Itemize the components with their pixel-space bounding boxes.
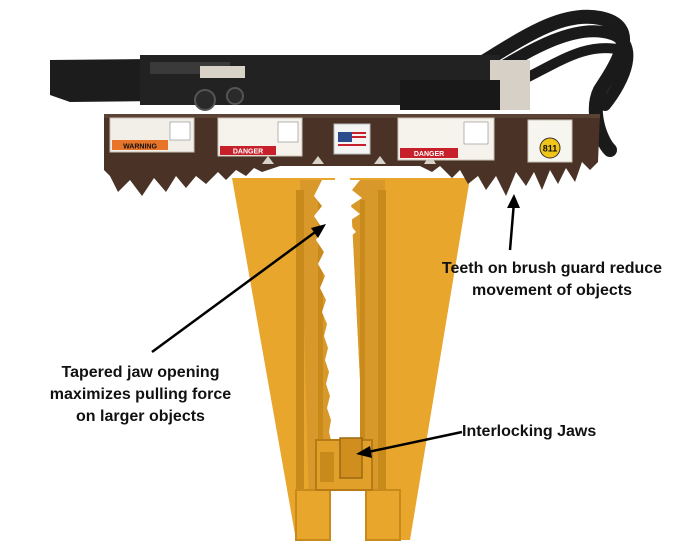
callout-tapered-line1: Tapered jaw opening <box>61 364 220 381</box>
callout-tapered: Tapered jaw opening maximizes pulling fo… <box>18 362 263 428</box>
flag-decal <box>333 123 371 155</box>
callout-jaws-line1: Interlocking Jaws <box>462 423 597 440</box>
danger-decal-right-text: DANGER <box>414 151 444 158</box>
callout-teeth-line2: movement of objects <box>471 282 633 299</box>
danger-decal-right: DANGER <box>397 117 495 161</box>
danger-decal-left: DANGER <box>217 117 303 157</box>
interlocking-jaws-block <box>315 437 373 491</box>
callout-arrows <box>151 194 520 458</box>
dig-decal-text: 811 <box>543 144 558 154</box>
callout-interlocking-jaws: Interlocking Jaws <box>462 421 632 443</box>
dig-safe-decal: 811 <box>527 119 573 163</box>
callout-teeth: Teeth on brush guard reduce movement of … <box>438 258 666 302</box>
callout-tapered-line3: on larger objects <box>76 408 205 425</box>
callout-teeth-line1: Teeth on brush guard reduce <box>441 260 663 277</box>
tapered-jaw-opening <box>314 180 362 456</box>
warning-decal: WARNING <box>109 117 195 153</box>
callout-tapered-line2: maximizes pulling force <box>49 386 232 403</box>
mounting-frame <box>50 55 530 111</box>
warning-decal-text: WARNING <box>123 144 157 151</box>
danger-decal-left-text: DANGER <box>233 149 263 156</box>
